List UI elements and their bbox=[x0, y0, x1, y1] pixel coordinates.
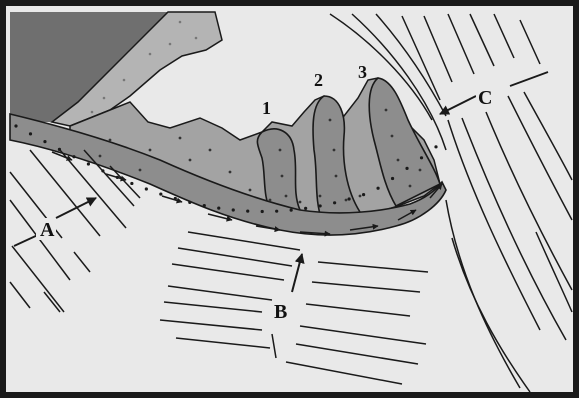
texture-dot bbox=[397, 159, 400, 162]
texture-dot bbox=[391, 135, 394, 138]
texture-dot bbox=[159, 192, 162, 195]
texture-dot bbox=[149, 149, 152, 152]
texture-dot bbox=[385, 109, 388, 112]
texture-dot bbox=[299, 201, 302, 204]
texture-dot bbox=[229, 171, 232, 174]
texture-dot bbox=[359, 195, 362, 198]
texture-dot bbox=[275, 210, 278, 213]
texture-dot bbox=[189, 159, 192, 162]
texture-dot bbox=[91, 111, 94, 114]
fold-label-2: 2 bbox=[314, 70, 323, 90]
texture-dot bbox=[391, 177, 394, 180]
label-c: C bbox=[478, 87, 492, 109]
texture-dot bbox=[203, 204, 206, 207]
texture-dot bbox=[281, 175, 284, 178]
texture-dot bbox=[246, 209, 249, 212]
texture-dot bbox=[43, 140, 46, 143]
texture-dot bbox=[145, 187, 148, 190]
texture-dot bbox=[87, 162, 90, 165]
texture-dot bbox=[179, 137, 182, 140]
texture-dot bbox=[279, 149, 282, 152]
texture-dot bbox=[434, 145, 437, 148]
texture-dot bbox=[333, 201, 336, 204]
texture-dot bbox=[188, 201, 191, 204]
texture-dot bbox=[14, 124, 17, 127]
texture-dot bbox=[169, 43, 172, 46]
texture-dot bbox=[269, 199, 272, 202]
texture-dot bbox=[249, 189, 252, 192]
texture-dot bbox=[232, 208, 235, 211]
fold-label-1: 1 bbox=[262, 98, 271, 118]
texture-dot bbox=[362, 193, 365, 196]
texture-dot bbox=[304, 207, 307, 210]
texture-dot bbox=[103, 97, 106, 100]
fold-label-3: 3 bbox=[358, 62, 367, 82]
texture-dot bbox=[123, 79, 126, 82]
texture-dot bbox=[376, 187, 379, 190]
texture-dot bbox=[217, 207, 220, 210]
texture-dot bbox=[179, 21, 182, 24]
texture-dot bbox=[149, 53, 152, 56]
label-b: B bbox=[274, 301, 287, 323]
texture-dot bbox=[261, 210, 264, 213]
texture-dot bbox=[72, 155, 75, 158]
texture-dot bbox=[139, 169, 142, 172]
texture-dot bbox=[335, 175, 338, 178]
texture-dot bbox=[99, 155, 102, 158]
texture-dot bbox=[109, 139, 112, 142]
texture-dot bbox=[329, 119, 332, 122]
texture-dot bbox=[405, 167, 408, 170]
texture-dot bbox=[209, 149, 212, 152]
texture-dot bbox=[333, 149, 336, 152]
texture-dot bbox=[348, 197, 351, 200]
texture-dot bbox=[319, 204, 322, 207]
label-a: A bbox=[40, 219, 55, 241]
texture-dot bbox=[29, 132, 32, 135]
texture-dot bbox=[195, 37, 198, 40]
texture-dot bbox=[409, 185, 412, 188]
texture-dot bbox=[345, 199, 348, 202]
texture-dot bbox=[290, 209, 293, 212]
texture-dot bbox=[319, 195, 322, 198]
texture-dot bbox=[130, 182, 133, 185]
texture-dot bbox=[285, 195, 288, 198]
texture-dot bbox=[420, 156, 423, 159]
texture-dot bbox=[419, 169, 422, 172]
